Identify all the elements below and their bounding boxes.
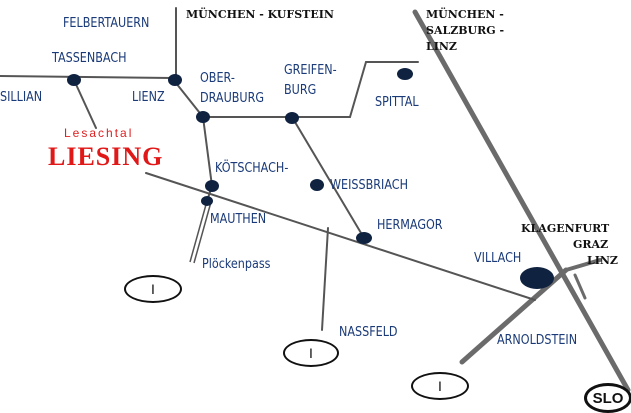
label-sillian: SILLIAN: [0, 90, 43, 105]
node-villach: [520, 267, 554, 289]
node-spittal: [397, 68, 413, 80]
label-ploeckenpass: Plöckenpass: [202, 257, 271, 272]
dest-linz-east: LINZ: [587, 254, 618, 267]
road-greifenburg-hermagor: [291, 116, 365, 239]
label-greifenburg-1: GREIFEN-: [284, 63, 337, 78]
italy-badge-nassfeld: I: [283, 339, 339, 367]
node-mauthen: [201, 196, 213, 206]
dest-klagenfurt: KLAGENFURT: [521, 222, 610, 235]
road-ploeckenpass-b: [193, 201, 212, 264]
road-salzburg-villach: [412, 9, 631, 393]
label-tassenbach: TASSENBACH: [52, 51, 127, 66]
dest-salzburg: SALZBURG -: [426, 24, 505, 37]
node-lienz: [168, 74, 182, 86]
node-hermagor: [356, 232, 372, 244]
node-weissbriach: [310, 179, 324, 191]
road-oberdrauburg-koetschach: [202, 116, 213, 187]
label-nassfeld: NASSFELD: [339, 325, 398, 340]
label-spittal: SPITTAL: [375, 95, 419, 110]
label-koetschach: KÖTSCHACH-: [215, 161, 289, 176]
node-oberdrauburg: [196, 111, 210, 123]
label-weissbriach: WEISSBRIACH: [330, 178, 409, 193]
node-greifenburg: [285, 112, 299, 124]
label-hermagor: HERMAGOR: [377, 218, 443, 233]
italy-badge-arnoldstein: I: [411, 372, 469, 400]
label-greifenburg-2: BURG: [284, 83, 317, 98]
node-tassenbach: [67, 74, 81, 86]
node-koetschach: [205, 180, 219, 192]
label-mauthen: MAUTHEN: [210, 212, 267, 227]
road-villach-slo: [573, 273, 587, 300]
label-arnoldstein: ARNOLDSTEIN: [497, 333, 578, 348]
slovenia-badge: SLO: [584, 383, 631, 413]
label-lesachtal: Lesachtal: [64, 126, 134, 140]
road-villach-klagenfurt: [564, 258, 602, 272]
label-liesing: LIESING: [48, 142, 164, 171]
road-lienz-spittal: [171, 61, 419, 118]
road-sillian-lienz: [0, 75, 173, 79]
dest-muenchen: MÜNCHEN -: [426, 8, 504, 21]
label-felbertauern: FELBERTAUERN: [63, 16, 150, 31]
dest-muenchen-kufstein: MÜNCHEN - KUFSTEIN: [186, 8, 334, 21]
road-nassfeld: [321, 227, 329, 331]
italy-badge-ploeckenpass: I: [124, 275, 182, 303]
road-ploeckenpass-a: [189, 200, 208, 263]
dest-linz-north: LINZ: [426, 40, 457, 53]
label-oberdrauburg-1: OBER-: [200, 71, 235, 86]
road-liesing-villach: [145, 172, 536, 301]
dest-graz: GRAZ: [573, 238, 609, 251]
label-villach: VILLACH: [474, 251, 522, 266]
label-lienz: LIENZ: [132, 90, 165, 105]
label-oberdrauburg-2: DRAUBURG: [200, 91, 265, 106]
road-tassenbach-liesing: [73, 79, 97, 129]
